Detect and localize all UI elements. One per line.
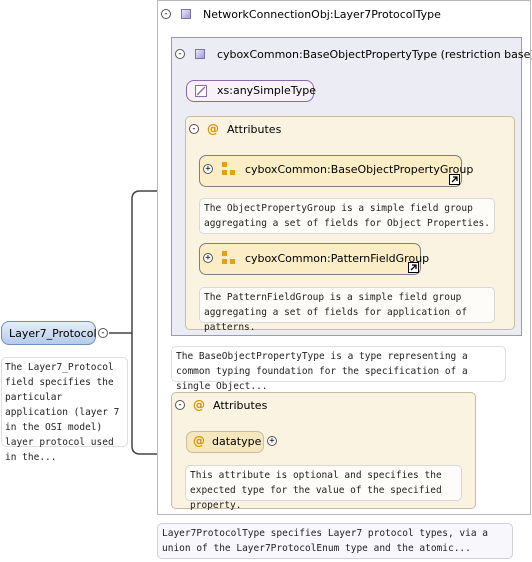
group-box-base-object-property[interactable] xyxy=(199,155,462,187)
connector-to-attributes xyxy=(131,333,172,455)
inner-attributes-collapse-toggle[interactable]: - xyxy=(189,124,199,134)
datatype-description: This attribute is optional and specifies… xyxy=(185,465,462,511)
complex-type-label: NetworkConnectionObj:Layer7ProtocolType xyxy=(203,8,441,21)
restriction-type-icon xyxy=(195,49,205,59)
root-element-box[interactable]: Layer7_Protocol xyxy=(1,321,97,345)
attributes-label: Attributes xyxy=(213,399,268,412)
inner-attributes-label: Attributes xyxy=(227,123,282,136)
restriction-description: The BaseObjectPropertyType is a type rep… xyxy=(171,346,506,392)
complex-type-description: Layer7ProtocolType specifies Layer7 prot… xyxy=(157,523,513,559)
simple-type-label: xs:anySimpleType xyxy=(217,84,316,97)
group2-expand-toggle[interactable]: + xyxy=(203,253,213,263)
datatype-attribute-box[interactable] xyxy=(186,431,264,453)
root-collapse-toggle[interactable]: - xyxy=(98,328,108,338)
datatype-at-icon: @ xyxy=(193,434,205,448)
restriction-collapse-toggle[interactable]: - xyxy=(175,49,185,59)
complex-type-icon xyxy=(181,9,191,19)
datatype-label: datatype xyxy=(212,435,262,448)
group1-icon xyxy=(222,162,235,175)
group2-icon xyxy=(222,251,235,264)
complex-type-collapse-toggle[interactable]: - xyxy=(161,9,171,19)
attributes-collapse-toggle[interactable]: - xyxy=(175,400,185,410)
datatype-expand-toggle[interactable]: + xyxy=(267,436,277,446)
group1-label: cyboxCommon:BaseObjectPropertyGroup xyxy=(245,163,474,176)
root-element-label: Layer7_Protocol xyxy=(9,327,97,340)
group-box-pattern-field[interactable] xyxy=(199,243,421,275)
restriction-label: cyboxCommon:BaseObjectPropertyType (rest… xyxy=(217,48,532,61)
group1-link-icon[interactable] xyxy=(449,174,460,185)
inner-attributes-at-icon: @ xyxy=(207,122,219,136)
group2-label: cyboxCommon:PatternFieldGroup xyxy=(245,252,430,265)
simple-type-icon xyxy=(195,85,207,97)
connector-to-complex-type xyxy=(131,190,157,333)
group2-link-icon[interactable] xyxy=(408,262,419,273)
attributes-at-icon: @ xyxy=(193,398,205,412)
group1-expand-toggle[interactable]: + xyxy=(203,164,213,174)
group1-description: The ObjectPropertyGroup is a simple fiel… xyxy=(199,198,495,234)
simple-type-box[interactable] xyxy=(186,80,314,102)
root-description: The Layer7_Protocol field specifies the … xyxy=(1,357,128,463)
group2-description: The PatternFieldGroup is a simple field … xyxy=(199,287,495,333)
